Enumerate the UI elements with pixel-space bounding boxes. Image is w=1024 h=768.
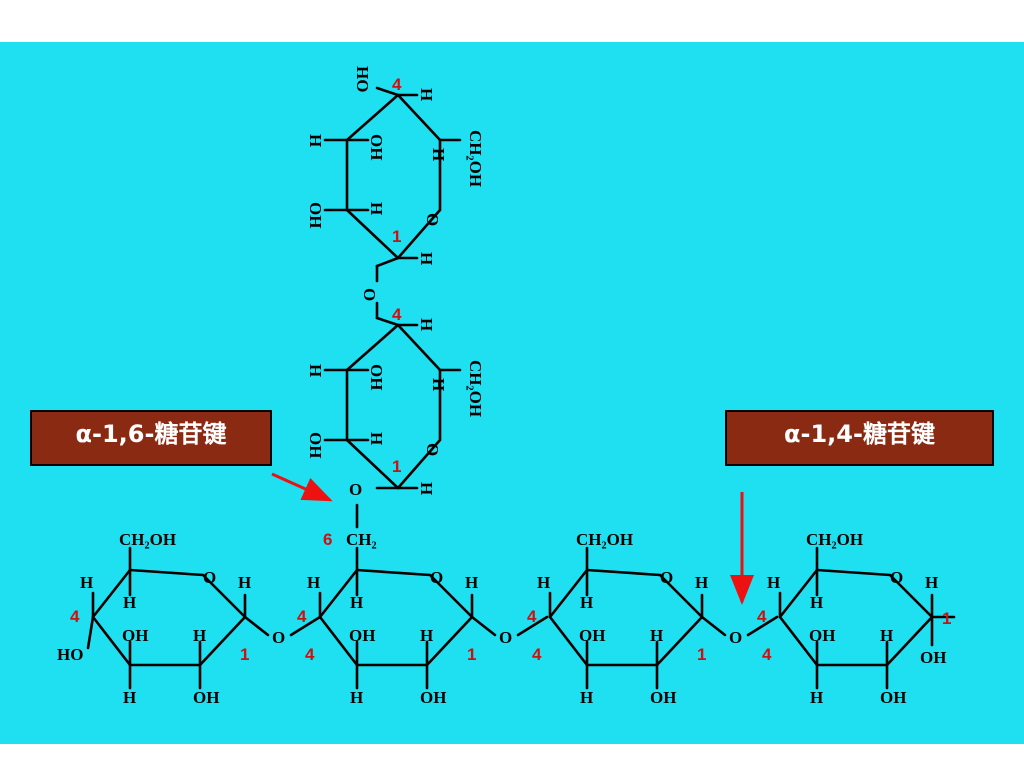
glucose-ring [318, 568, 474, 667]
atom-label: H [580, 593, 593, 612]
atom-label: O [272, 628, 285, 647]
carbon-number: 6 [323, 530, 332, 549]
glucose-ring [778, 568, 934, 667]
atom-label: H [417, 88, 436, 101]
atom-label: H [123, 593, 136, 612]
alpha-1-6-glycosidic-label: α-1,6-糖苷键 [30, 410, 272, 466]
atom-label: CH₂OH [119, 530, 176, 549]
carbon-number: 1 [392, 457, 401, 476]
carbon-number: 4 [392, 305, 402, 324]
carbon-number: 1 [392, 227, 401, 246]
atom-label: O [890, 568, 903, 587]
glycosidic-bond [700, 615, 727, 637]
glycosidic-bond [375, 256, 400, 268]
atom-label: O [360, 288, 379, 301]
atom-label: H [925, 573, 938, 592]
atom-label: H [417, 482, 436, 495]
atom-label: H [810, 593, 823, 612]
carbon-number: 4 [532, 645, 542, 664]
carbon-number: 4 [527, 607, 537, 626]
atom-label: H [306, 134, 325, 147]
glycosidic-bond [746, 615, 779, 637]
atom-label: H [307, 573, 320, 592]
atom-label: O [423, 443, 442, 456]
atom-label: H [306, 364, 325, 377]
atom-label: O [349, 480, 362, 499]
atom-label: O [660, 568, 673, 587]
glycosidic-bond [470, 615, 497, 637]
atom-label: OH [367, 364, 386, 390]
atom-label: OH [809, 626, 835, 645]
slide-background: α-1,6-糖苷键 α-1,4-糖苷键 [0, 42, 1024, 744]
atom-label: H [465, 573, 478, 592]
atom-label: OH [122, 626, 148, 645]
alpha-1-6-arrow [271, 472, 333, 502]
atom-label: OH [367, 134, 386, 160]
atom-label: O [499, 628, 512, 647]
atom-label: H [350, 688, 363, 707]
atom-label: CH₂OH [466, 360, 485, 417]
atom-label: OH [420, 688, 446, 707]
atom-label: H [417, 318, 436, 331]
bond-line [375, 86, 400, 97]
glycosidic-bond [375, 316, 400, 327]
carbon-number: 4 [305, 645, 315, 664]
atom-label: OH [920, 648, 946, 667]
glucose-ring [548, 568, 704, 667]
alpha-1-4-glycosidic-label: α-1,4-糖苷键 [725, 410, 994, 466]
carbon-number: 1 [942, 609, 951, 628]
atom-label: CH₂ [346, 530, 377, 549]
atom-label: H [80, 573, 93, 592]
atom-label: H [695, 573, 708, 592]
atom-label: OH [306, 202, 325, 228]
carbon-number: 4 [297, 607, 307, 626]
atom-label: OH [349, 626, 375, 645]
atom-label: H [580, 688, 593, 707]
atom-label: H [810, 688, 823, 707]
atom-label: CH₂OH [806, 530, 863, 549]
atom-label: H [650, 626, 663, 645]
carbon-number: 4 [757, 607, 767, 626]
atom-label: OH [579, 626, 605, 645]
atom-label: H [429, 378, 448, 391]
carbon-number: 4 [762, 645, 772, 664]
carbon-number: 4 [70, 607, 80, 626]
atom-label: O [430, 568, 443, 587]
atom-label: H [367, 202, 386, 215]
glucose-ring [91, 568, 247, 667]
atom-label: H [238, 573, 251, 592]
atom-label: H [367, 432, 386, 445]
atom-label: O [729, 628, 742, 647]
atom-label: CH₂OH [576, 530, 633, 549]
carbon-number: 1 [240, 645, 249, 664]
atom-label: H [429, 148, 448, 161]
carbon-number: 1 [467, 645, 476, 664]
atom-label: H [350, 593, 363, 612]
atom-label: H [537, 573, 550, 592]
atom-label: CH₂OH [466, 130, 485, 187]
atom-label: OH [650, 688, 676, 707]
atom-label: HO [353, 66, 372, 92]
atom-label: OH [306, 432, 325, 458]
atom-label: OH [880, 688, 906, 707]
glycosidic-bond [243, 615, 270, 637]
atom-label: O [423, 213, 442, 226]
atom-label: H [123, 688, 136, 707]
atom-label: H [420, 626, 433, 645]
atom-label: H [193, 626, 206, 645]
atom-label: HO [57, 645, 83, 664]
atom-label: H [880, 626, 893, 645]
bond-line [86, 615, 95, 650]
atom-label: O [203, 568, 216, 587]
atom-label: OH [193, 688, 219, 707]
glycosidic-bond [289, 615, 322, 637]
atom-label: H [767, 573, 780, 592]
glycosidic-bond [516, 615, 549, 637]
atom-label: H [417, 252, 436, 265]
carbon-number: 4 [392, 75, 402, 94]
carbon-number: 1 [697, 645, 706, 664]
